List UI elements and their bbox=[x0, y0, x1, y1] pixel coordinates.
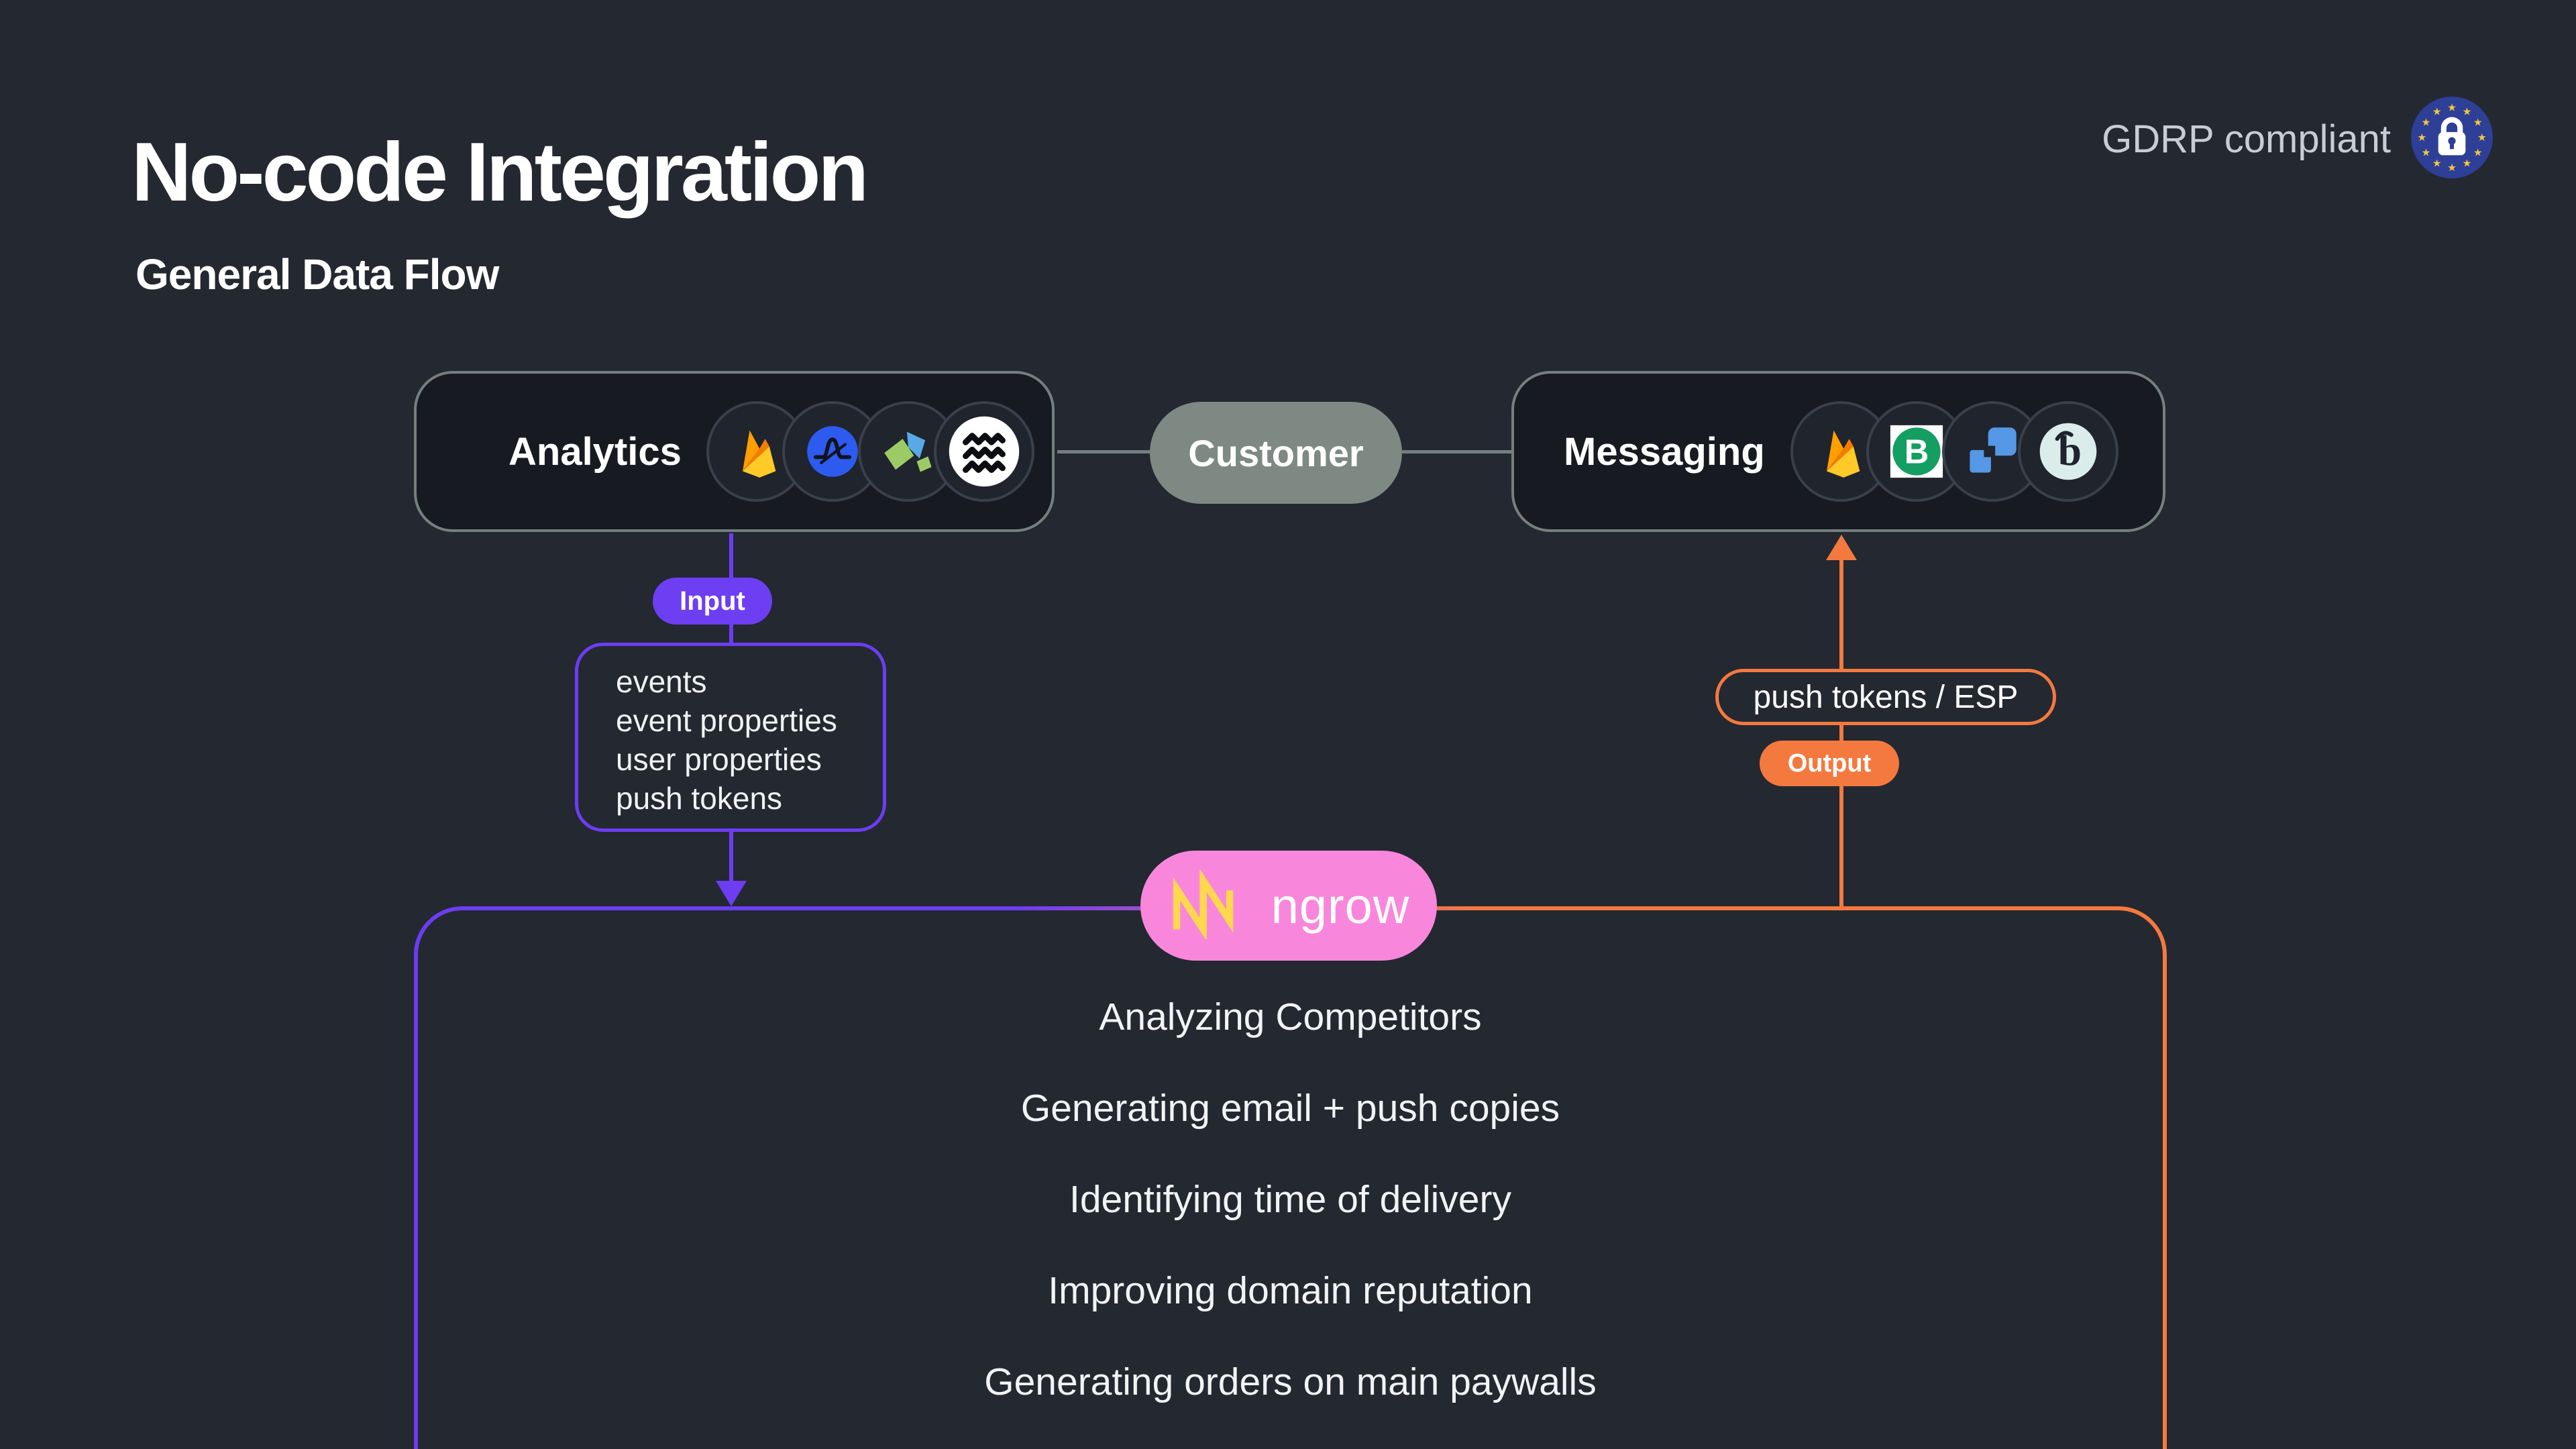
capability-item: Improving domain reputation bbox=[1048, 1269, 1533, 1312]
output-line-top bbox=[1839, 559, 1843, 670]
analytics-card: Analytics bbox=[414, 371, 1055, 532]
svg-text:★: ★ bbox=[2417, 132, 2426, 144]
svg-text:★: ★ bbox=[2473, 117, 2483, 129]
svg-text:B: B bbox=[1904, 432, 1929, 470]
ngrow-capabilities-box: Analyzing Competitors Generating email +… bbox=[414, 906, 2167, 1449]
svg-text:★: ★ bbox=[2473, 147, 2483, 158]
customer-pill: Customer bbox=[1150, 402, 1402, 504]
svg-text:★: ★ bbox=[2463, 158, 2472, 170]
input-item: event properties bbox=[616, 703, 837, 738]
analytics-customer-connector bbox=[1057, 450, 1150, 453]
messaging-card: Messaging B bbox=[1511, 371, 2165, 532]
output-badge-label: Output bbox=[1787, 749, 1872, 777]
output-data-pill: push tokens / ESP bbox=[1715, 669, 2056, 725]
input-item: user properties bbox=[616, 742, 822, 777]
analytics-icon-row bbox=[706, 401, 1034, 502]
input-badge-label: Input bbox=[680, 586, 745, 616]
page-subtitle: General Data Flow bbox=[136, 250, 499, 299]
svg-text:★: ★ bbox=[2422, 147, 2431, 158]
braze-b-icon: b bbox=[2018, 401, 2118, 502]
ngrow-brand-name: ngrow bbox=[1271, 877, 1410, 934]
gdrp-compliance: GDRP compliant ★★★ ★★★ ★★★ ★★★ bbox=[2102, 97, 2493, 182]
svg-text:★: ★ bbox=[2422, 117, 2431, 129]
gdrp-label: GDRP compliant bbox=[2102, 117, 2391, 161]
svg-text:★: ★ bbox=[2477, 132, 2487, 144]
capability-item: Generating orders on main paywalls bbox=[984, 1360, 1597, 1403]
ngrow-logo-icon bbox=[1168, 868, 1252, 943]
input-line-bottom bbox=[729, 830, 733, 885]
messaging-label: Messaging bbox=[1564, 429, 1765, 474]
input-item: push tokens bbox=[616, 781, 783, 816]
output-data-label: push tokens / ESP bbox=[1753, 679, 2019, 715]
input-badge: Input bbox=[653, 578, 772, 625]
output-arrow-up-icon bbox=[1826, 535, 1857, 560]
capability-item: Analyzing Competitors bbox=[1099, 996, 1482, 1038]
input-arrow-down-icon bbox=[716, 881, 747, 906]
ngrow-capabilities-list: Analyzing Competitors Generating email +… bbox=[418, 910, 2163, 1449]
capability-item: Identifying time of delivery bbox=[1069, 1178, 1511, 1221]
analytics-label: Analytics bbox=[508, 429, 682, 474]
input-item: events bbox=[616, 664, 707, 699]
page-title: No-code Integration bbox=[131, 126, 869, 219]
adapty-waves-icon bbox=[934, 401, 1034, 502]
svg-text:★: ★ bbox=[2447, 102, 2457, 113]
messaging-icon-row: B b bbox=[1790, 401, 2118, 502]
svg-text:★: ★ bbox=[2432, 106, 2442, 117]
input-data-box: events event properties user properties … bbox=[575, 643, 886, 832]
svg-text:★: ★ bbox=[2432, 158, 2442, 170]
ngrow-brand-pill: ngrow bbox=[1140, 851, 1437, 961]
output-line-bottom bbox=[1839, 724, 1843, 908]
customer-label: Customer bbox=[1188, 431, 1364, 474]
capability-item: Generating email + push copies bbox=[1020, 1087, 1560, 1130]
customer-messaging-connector bbox=[1402, 450, 1511, 453]
eu-lock-icon: ★★★ ★★★ ★★★ ★★★ bbox=[2411, 97, 2493, 182]
svg-text:★: ★ bbox=[2447, 162, 2457, 174]
output-badge: Output bbox=[1760, 741, 1899, 786]
svg-text:★: ★ bbox=[2463, 106, 2472, 117]
